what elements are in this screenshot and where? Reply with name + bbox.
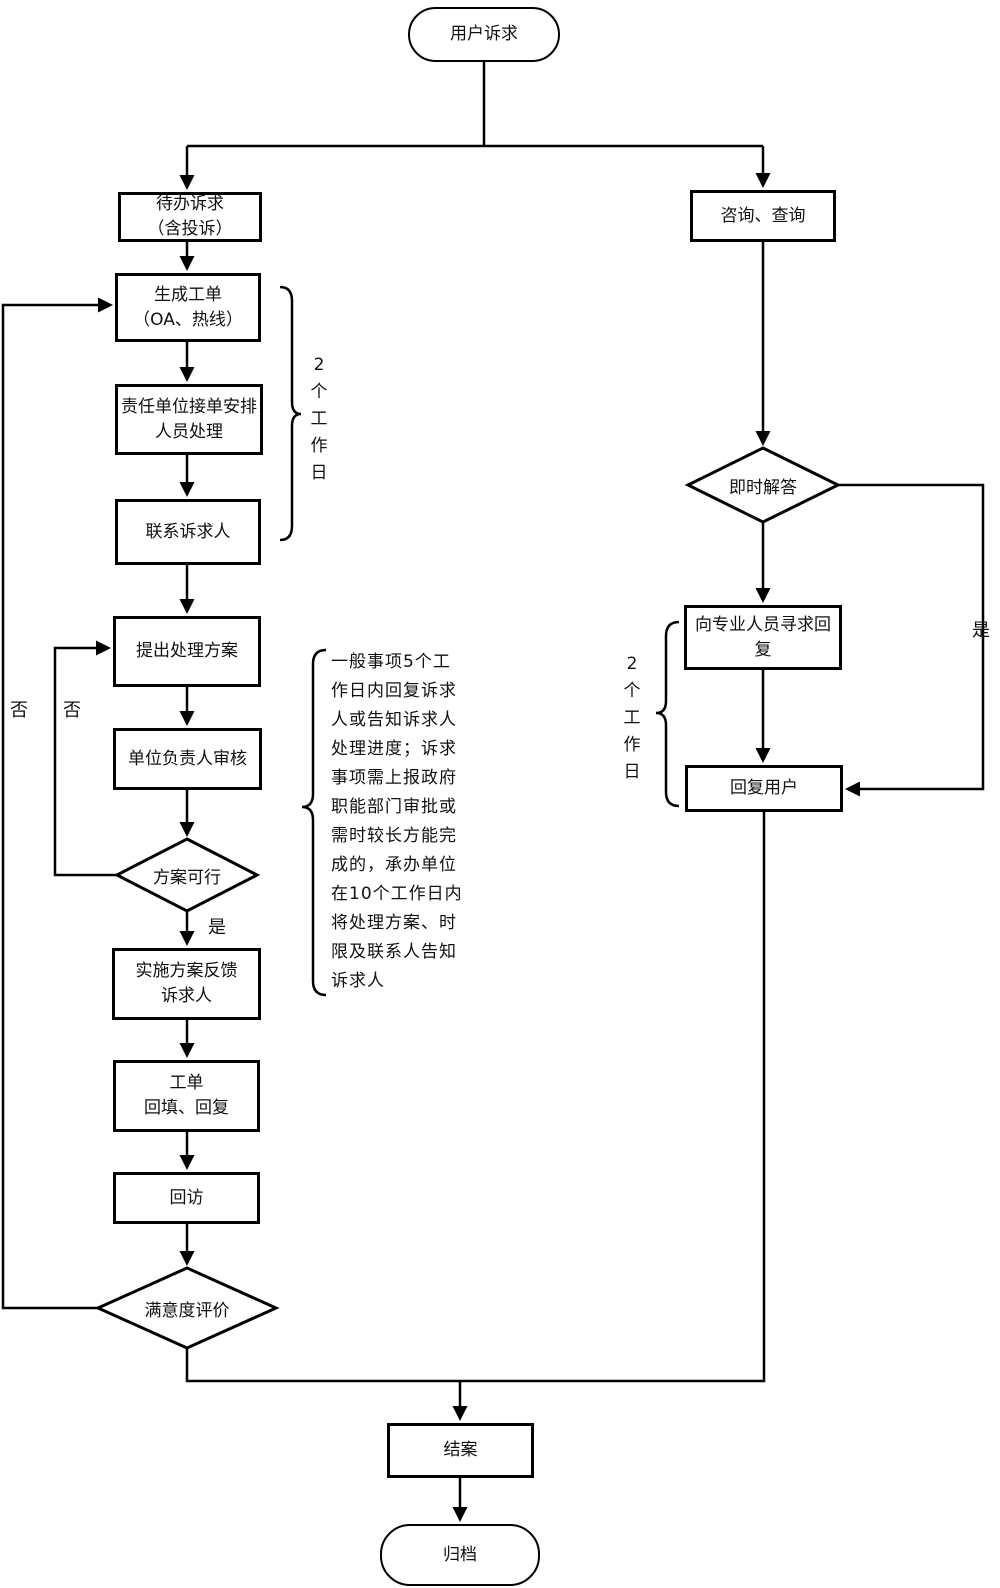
edge-satisfaction-no-loop xyxy=(1,297,113,1310)
node-assign-staff: 责任单位接单安排 人员处理 xyxy=(115,384,263,455)
node-instant-answer-label: 即时解答 xyxy=(729,477,797,498)
node-contact-requester: 联系诉求人 xyxy=(115,499,261,565)
node-propose-solution: 提出处理方案 xyxy=(113,616,261,687)
edge-feasible-no-loop xyxy=(53,640,117,877)
diamond-instant-answer xyxy=(684,446,842,524)
annotation-note: 一般事项5个工 作日内回复诉求 人或告知诉求人 处理进度；诉求 事项需上报政府 … xyxy=(331,652,463,991)
node-seek-expert-reply-label: 向专业人员寻求回复 xyxy=(695,614,831,660)
node-pending-request: 待办诉求 （含投诉） xyxy=(118,192,262,242)
node-follow-up-visit: 回访 xyxy=(113,1172,260,1224)
node-follow-up-visit-label: 回访 xyxy=(169,1187,204,1208)
node-create-ticket: 生成工单 （OA、热线） xyxy=(115,273,261,342)
node-consult-query: 咨询、查询 xyxy=(690,190,836,242)
node-solution-feasible-label: 方案可行 xyxy=(153,867,221,888)
node-ticket-backfill: 工单 回填、回复 xyxy=(113,1060,260,1132)
edge-merge-line xyxy=(185,812,766,1383)
annotation-left-duration: 2 个 工 作 日 xyxy=(310,355,328,483)
node-leader-review-label: 单位负责人审核 xyxy=(128,748,247,769)
node-satisfaction-eval-label: 满意度评价 xyxy=(144,1300,230,1321)
edge-label-feasible-no: 否 xyxy=(63,700,81,721)
brace-note xyxy=(301,648,327,997)
brace-right-duration xyxy=(655,620,680,808)
annotation-right-duration: 2 个 工 作 日 xyxy=(623,654,641,782)
node-leader-review: 单位负责人审核 xyxy=(113,728,262,790)
node-reply-user-label: 回复用户 xyxy=(730,778,798,798)
node-propose-solution-label: 提出处理方案 xyxy=(136,641,238,661)
edge-label-instant-yes: 是 xyxy=(972,620,990,641)
node-close-case-label: 结案 xyxy=(443,1440,478,1460)
node-archive-label: 归档 xyxy=(443,1544,477,1565)
node-archive: 归档 xyxy=(380,1524,540,1586)
node-pending-request-label: 待办诉求 （含投诉） xyxy=(147,194,233,239)
node-reply-user: 回复用户 xyxy=(685,765,843,812)
node-ticket-backfill-label: 工单 回填、回复 xyxy=(144,1073,229,1118)
diamond-satisfaction-eval xyxy=(94,1266,280,1350)
diamond-solution-feasible xyxy=(113,837,261,913)
edge-instant-yes-loop xyxy=(838,483,985,797)
node-close-case: 结案 xyxy=(387,1423,534,1478)
node-contact-requester-label: 联系诉求人 xyxy=(145,521,231,542)
node-user-request: 用户诉求 xyxy=(408,7,560,62)
node-consult-query-label: 咨询、查询 xyxy=(720,205,806,226)
edge-label-satisfaction-no: 否 xyxy=(10,700,28,721)
node-implement-feedback: 实施方案反馈 诉求人 xyxy=(112,948,261,1020)
edge-label-feasible-yes: 是 xyxy=(208,917,226,938)
brace-left-duration xyxy=(279,285,302,542)
node-create-ticket-label: 生成工单 （OA、热线） xyxy=(133,284,243,330)
node-assign-staff-label: 责任单位接单安排 人员处理 xyxy=(121,396,257,442)
node-user-request-label: 用户诉求 xyxy=(450,24,518,44)
node-implement-feedback-label: 实施方案反馈 诉求人 xyxy=(135,961,238,1006)
node-seek-expert-reply: 向专业人员寻求回复 xyxy=(684,605,842,670)
